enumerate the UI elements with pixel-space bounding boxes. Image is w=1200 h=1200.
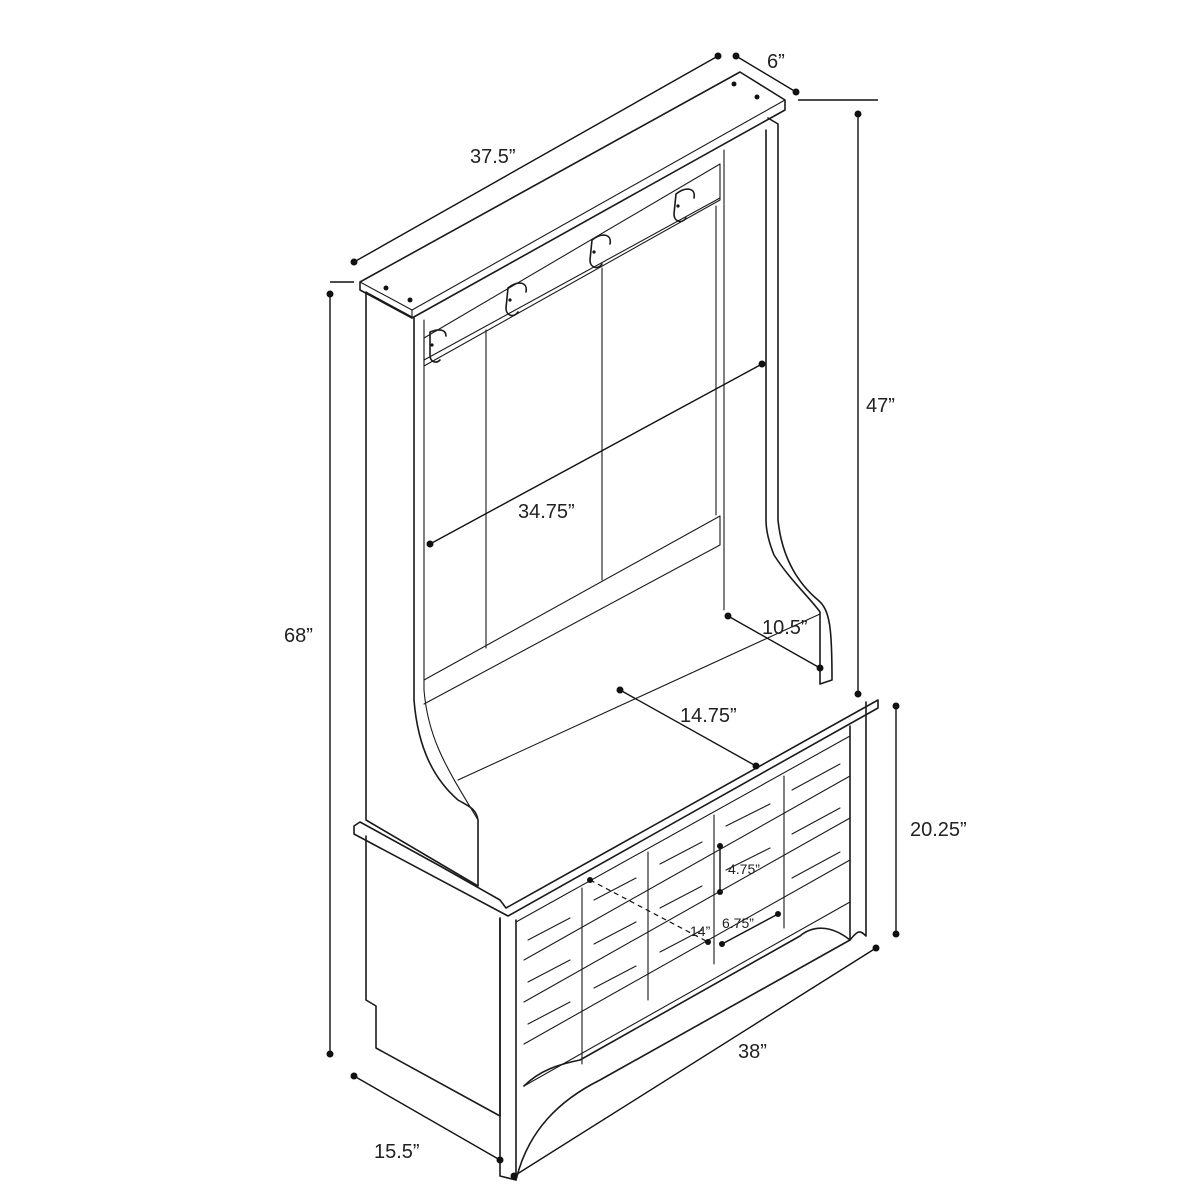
label-seat-depth: 14.75” (680, 705, 737, 727)
label-cubby-width: 6.75” (722, 915, 754, 931)
label-panel-width: 34.75” (518, 501, 575, 523)
coat-hook (673, 188, 696, 223)
bench-front (499, 917, 517, 1181)
top-shelf (359, 71, 786, 319)
label-arm-depth: 10.5” (762, 617, 808, 639)
hook-rail (423, 163, 721, 367)
back-panel (423, 197, 721, 361)
label-cubby-depth: 14” (690, 923, 711, 939)
label-top-width: 37.5” (470, 146, 516, 168)
bench-seat (353, 699, 879, 917)
label-top-depth: 6” (767, 51, 785, 73)
coat-hook (429, 329, 447, 363)
lower-back-rail (423, 515, 721, 705)
dimension-labels: 37.5” 6” 47” 68” 34.75” 10.5” 14.75” 20.… (284, 51, 967, 1163)
label-bench-height: 20.25” (910, 819, 967, 841)
right-side-panel (765, 117, 833, 685)
label-base-width: 38” (738, 1041, 767, 1063)
bench-left-side (365, 835, 501, 1117)
coat-hook (589, 234, 612, 269)
dimension-lines (326, 52, 900, 1180)
left-side-panel (365, 291, 479, 887)
label-upper-height: 47” (866, 395, 895, 417)
shoe-cubbies (515, 735, 851, 1087)
hall-tree-outline (353, 71, 879, 1181)
label-total-height: 68” (284, 625, 313, 647)
coat-hook (505, 282, 528, 317)
label-base-depth: 15.5” (374, 1141, 420, 1163)
label-cubby-height: 4.75” (728, 861, 760, 877)
base-apron (523, 927, 851, 1087)
